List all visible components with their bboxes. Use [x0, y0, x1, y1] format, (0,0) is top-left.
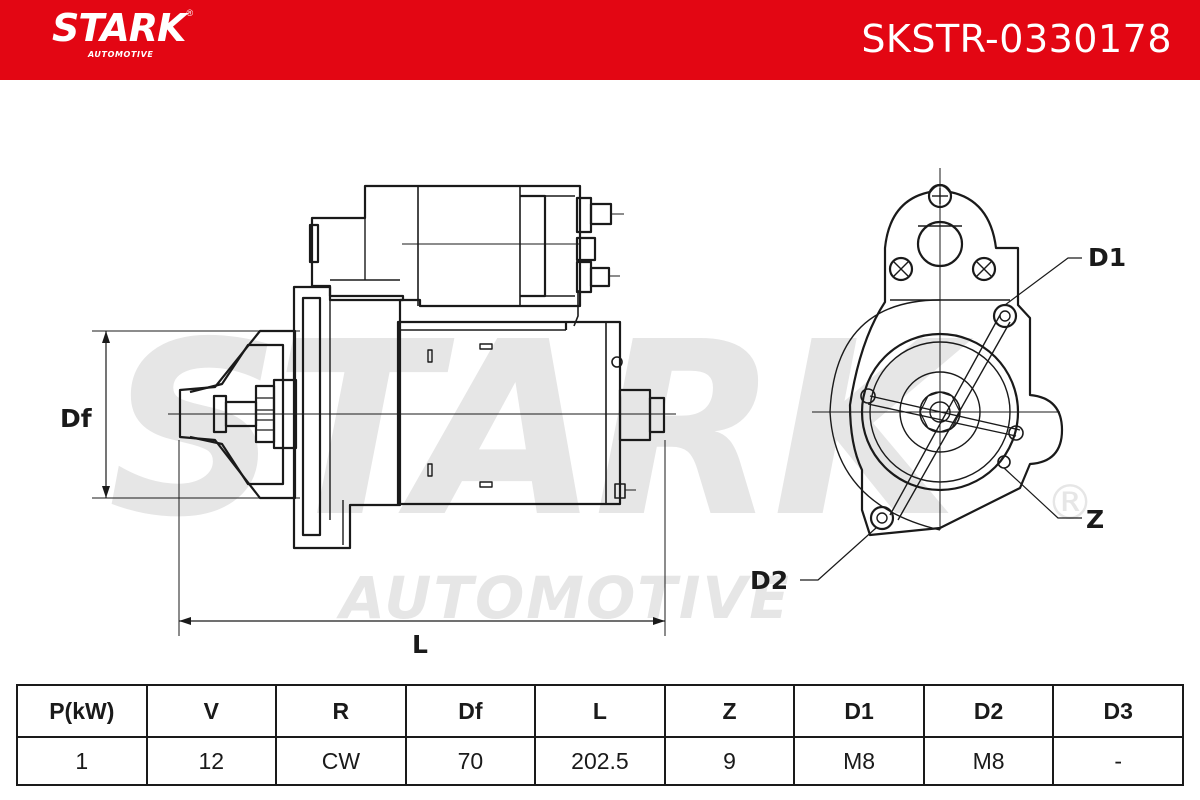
header-bar: STARK® AUTOMOTIVE SKSTR-0330178 [0, 0, 1200, 80]
front-view-drawing [800, 168, 1082, 581]
df-dimension-label: Df [60, 404, 92, 433]
spec-value-cell: 9 [663, 736, 796, 786]
starter-motor-drawing [92, 168, 1082, 636]
spec-table: P(kW) V R Df L Z D1 D2 D3 1 12 CW 70 202… [16, 684, 1184, 786]
logo-text: STARK [52, 6, 186, 50]
d1-dimension-label: D1 [1088, 243, 1127, 272]
spec-header-row: P(kW) V R Df L Z D1 D2 D3 [16, 684, 1184, 738]
l-dimension-label: L [412, 630, 428, 659]
spec-value-cell: CW [275, 736, 407, 786]
spec-value-cell: 202.5 [534, 736, 666, 786]
spec-value-cell: 12 [145, 736, 278, 786]
d2-dimension-label: D2 [750, 566, 789, 595]
z-dimension-label: Z [1086, 505, 1105, 534]
spec-header-cell: V [145, 684, 278, 738]
spec-header-cell: D1 [793, 684, 925, 738]
spec-value-cell: M8 [793, 736, 925, 786]
spec-value-cell: - [1052, 736, 1184, 786]
spec-value-row: 1 12 CW 70 202.5 9 M8 M8 - [16, 736, 1184, 786]
spec-header-cell: Z [663, 684, 796, 738]
technical-drawing: STARK AUTOMOTIVE ® [0, 80, 1200, 670]
spec-header-cell: D2 [922, 684, 1055, 738]
spec-header-cell: R [275, 684, 407, 738]
part-number: SKSTR-0330178 [861, 17, 1172, 61]
spec-header-cell: Df [404, 684, 537, 738]
spec-header-cell: L [534, 684, 666, 738]
spec-value-cell: M8 [922, 736, 1055, 786]
spec-header-cell: D3 [1052, 684, 1184, 738]
spec-header-cell: P(kW) [16, 684, 148, 738]
spec-value-cell: 1 [16, 736, 148, 786]
spec-value-cell: 70 [404, 736, 537, 786]
side-view-drawing [92, 184, 676, 636]
logo-subtitle: AUTOMOTIVE [88, 50, 154, 59]
logo-registered-mark: ® [186, 8, 194, 18]
stark-logo: STARK® AUTOMOTIVE [52, 6, 194, 59]
